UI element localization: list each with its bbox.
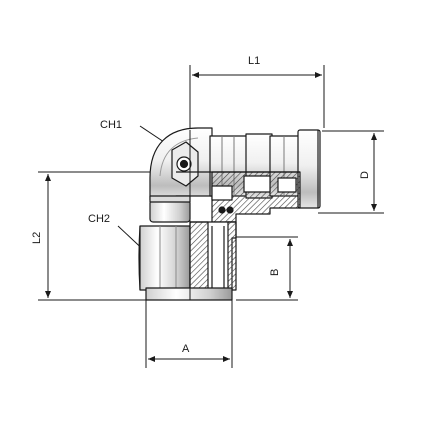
label-l2: L2 (31, 232, 43, 244)
label-ch2: CH2 (88, 213, 110, 225)
dimension-a (145, 300, 233, 368)
label-a: A (182, 343, 190, 355)
label-d: D (359, 171, 371, 179)
label-l1: L1 (248, 55, 260, 67)
label-ch1: CH1 (100, 119, 122, 131)
collet (297, 129, 321, 209)
dimension-d (318, 130, 384, 214)
label-b: B (269, 269, 281, 276)
fitting-body (138, 127, 321, 301)
ch2-hex (139, 225, 191, 291)
neck-ring (149, 199, 191, 223)
base-collar (145, 287, 233, 301)
dimension-b (236, 236, 298, 301)
